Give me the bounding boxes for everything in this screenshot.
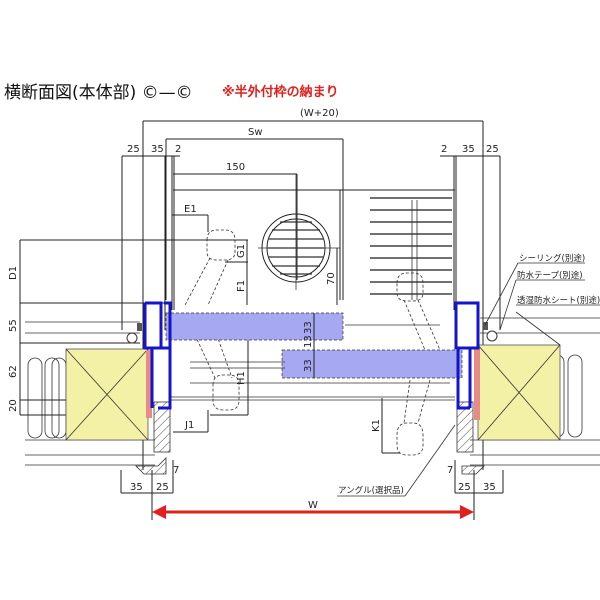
dim-right-25: 25 — [486, 144, 499, 155]
trim-left — [135, 401, 171, 475]
handle-offset-dimension: 150 — [173, 162, 298, 280]
dim-reveal-right: 7 — [447, 465, 453, 476]
dim-33-upper: 33 — [303, 321, 314, 334]
backer-rod-right — [486, 330, 498, 342]
dim-bottom-left-35: 35 — [130, 482, 143, 493]
dim-w: W — [308, 500, 318, 511]
dim-150: 150 — [226, 162, 245, 173]
sill-rails — [170, 324, 455, 401]
opening-width-arrow: W — [152, 500, 474, 519]
dim-55: 55 — [8, 319, 19, 332]
glass-pane-upper — [165, 312, 344, 341]
wood-stud-left — [65, 348, 152, 441]
callout-sealing: シーリング(別途) — [484, 253, 585, 326]
dim-left-2: 2 — [175, 144, 181, 155]
round-vent — [258, 174, 340, 290]
sealant-right — [483, 322, 488, 330]
dim-20: 20 — [8, 399, 19, 412]
wood-stud-right — [474, 344, 561, 441]
dim-33-lower: 33 — [303, 359, 314, 372]
callout-sealing-label: シーリング(別途) — [519, 253, 585, 264]
sealant-left — [137, 323, 142, 331]
callout-angle: アングル(選択品) — [337, 424, 456, 497]
callout-waterproof-tape: 防水テープ(別途) — [499, 270, 585, 331]
dim-k1: K1 — [371, 419, 382, 432]
handle-left — [184, 229, 240, 411]
sash-width-dimension: Sw — [165, 127, 344, 300]
dim-g1: G1 — [236, 244, 247, 258]
dim-bottom-right-25: 25 — [458, 482, 471, 493]
dim-left-25: 25 — [127, 144, 140, 155]
dim-70: 70 — [326, 272, 337, 285]
callout-breathable-sheet: 透湿防水シート(別途) — [515, 295, 600, 346]
callout-breathable-sheet-label: 透湿防水シート(別途) — [517, 295, 600, 306]
dim-right-35: 35 — [462, 144, 475, 155]
frame-profile-right — [454, 301, 480, 410]
left-top-dimensions: 25 35 2 — [121, 144, 181, 330]
right-top-dimensions: 2 35 25 — [440, 144, 501, 330]
dim-reveal-left: 7 — [173, 465, 179, 476]
bottom-dimensions: 35 25 7 25 35 7 — [120, 460, 504, 520]
handle-dimensions: E1 G1 F1 H1 J1 K1 — [20, 204, 400, 454]
dim-e1: E1 — [184, 204, 197, 215]
dim-13: 13 — [303, 335, 314, 348]
backer-rod-left — [126, 332, 138, 344]
overall-width-label: (W+20) — [300, 108, 339, 119]
dim-j1: J1 — [184, 420, 194, 431]
semi-exterior-frame-note: ※半外付枠の納まり — [222, 85, 339, 100]
callout-angle-label: アングル(選択品) — [338, 485, 404, 496]
insulation-left — [27, 357, 67, 439]
dim-bottom-right-35: 35 — [483, 482, 496, 493]
dim-right-2: 2 — [441, 144, 447, 155]
page-title: 横断面図(本体部) ©—© — [4, 83, 193, 103]
glass-pane-lower — [281, 349, 463, 379]
dim-bottom-left-25: 25 — [156, 482, 169, 493]
dim-62: 62 — [8, 365, 19, 378]
trim-right — [456, 401, 485, 475]
dim-h1: H1 — [236, 371, 247, 385]
sash-width-label: Sw — [248, 127, 263, 138]
dim-f1: F1 — [236, 280, 247, 292]
callout-waterproof-tape-label: 防水テープ(別途) — [517, 270, 583, 281]
dim-d1: D1 — [8, 266, 19, 280]
frame-profile-left — [143, 301, 172, 410]
louver-grille — [370, 193, 452, 303]
dim-left-35: 35 — [151, 144, 164, 155]
